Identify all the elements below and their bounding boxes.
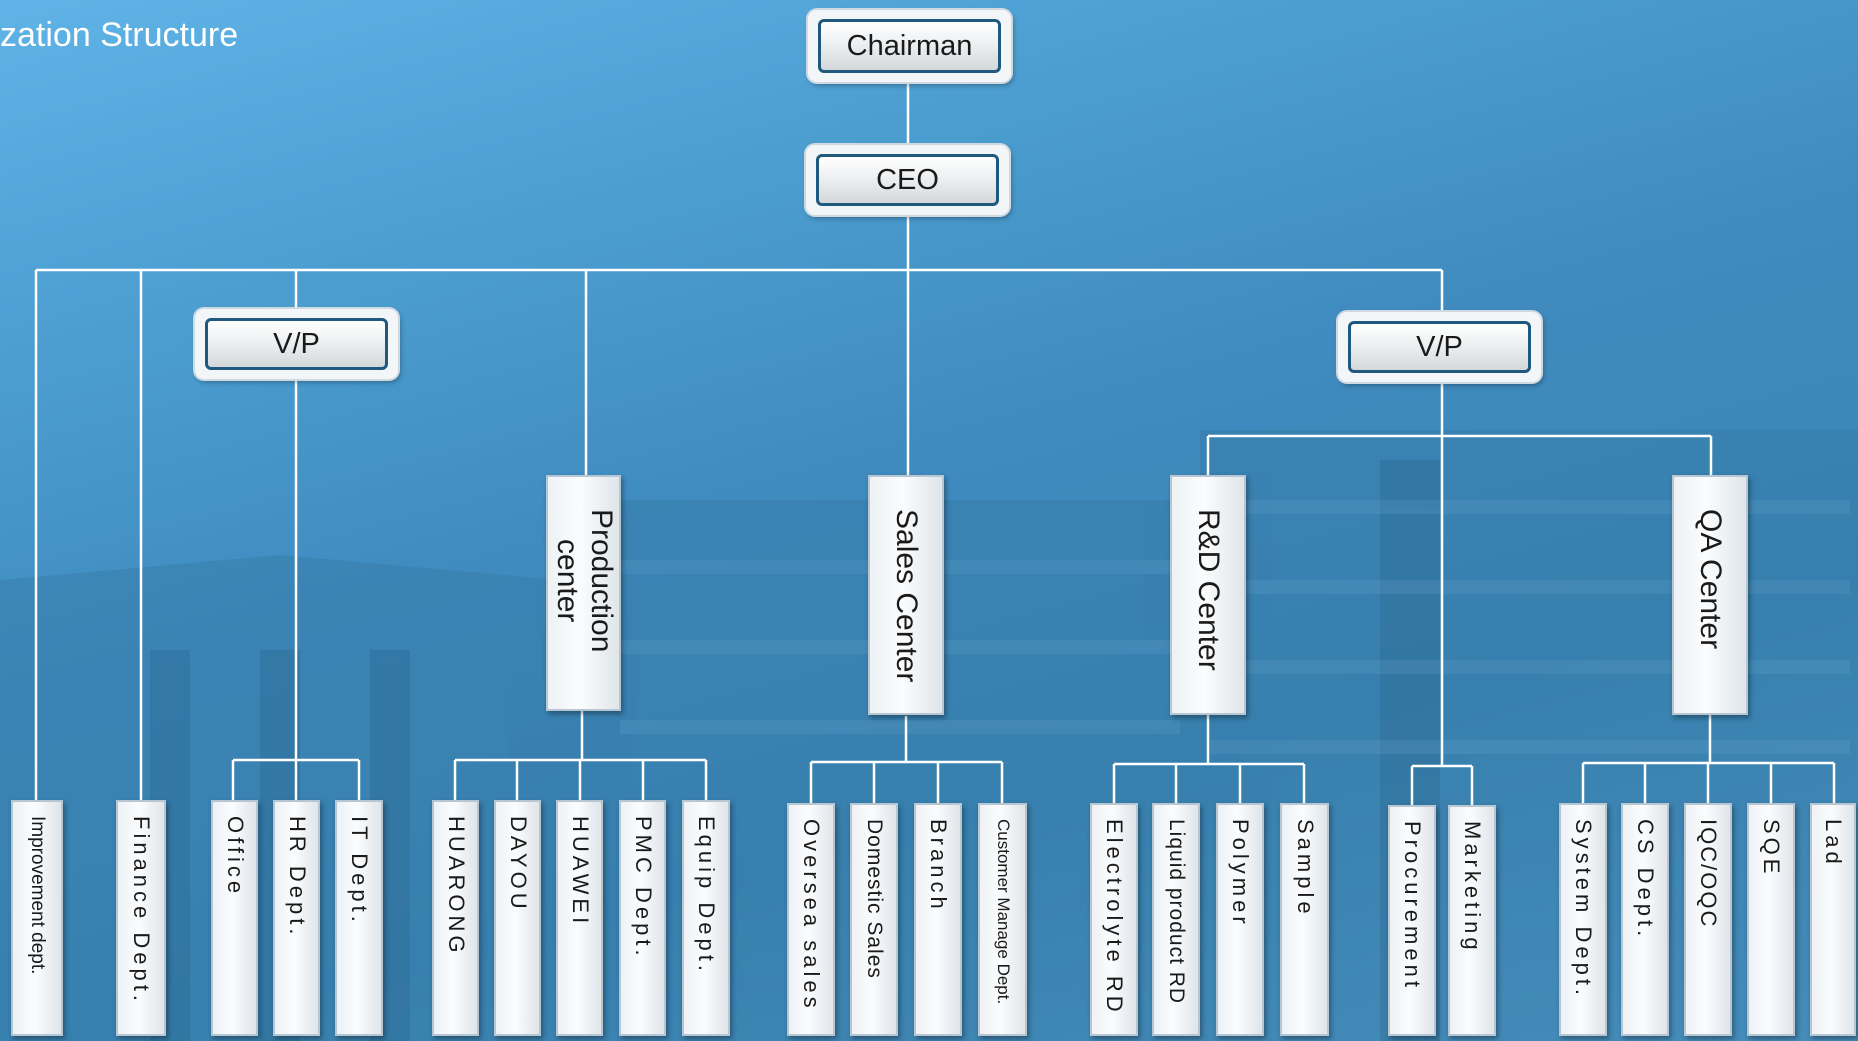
- dept-label: DAYOU: [505, 816, 531, 913]
- dept-label: IQC/OQC: [1696, 819, 1721, 929]
- dept-card: PMC Dept.: [619, 800, 666, 1036]
- dept-label: Improvement dept.: [27, 816, 48, 975]
- sales-center-label: Sales Center: [890, 509, 923, 683]
- dept-label: Polymer: [1228, 819, 1253, 928]
- dept-card: HR Dept.: [273, 800, 320, 1036]
- dept-label: IT Dept.: [347, 816, 372, 926]
- chairman-box: Chairman: [808, 10, 1011, 82]
- dept-card: Marketing: [1448, 805, 1496, 1036]
- dept-label: Electrolyte RD: [1102, 819, 1127, 1016]
- rd-center-card: R&D Center: [1170, 475, 1246, 715]
- dept-card: Sample: [1280, 803, 1329, 1036]
- production-center-label: Production center: [550, 509, 618, 653]
- dept-label: CS Dept.: [1633, 819, 1658, 941]
- vp-left-label: V/P: [205, 318, 388, 370]
- dept-label: Liquid product RD: [1165, 819, 1188, 1005]
- dept-card: IQC/OQC: [1684, 803, 1732, 1036]
- dept-label: HUARONG: [443, 816, 469, 957]
- dept-card: Polymer: [1216, 803, 1264, 1036]
- dept-label: HR Dept.: [284, 816, 310, 939]
- dept-label: Domestic Sales: [863, 819, 886, 979]
- vp-right-box: V/P: [1338, 312, 1541, 382]
- dept-label: Branch: [926, 819, 951, 913]
- dept-card: Oversea sales: [787, 803, 835, 1036]
- dept-card: HUAWEI: [556, 800, 603, 1036]
- dept-card: Domestic Sales: [850, 803, 898, 1036]
- dept-card: Procurement: [1388, 805, 1436, 1036]
- chairman-label: Chairman: [818, 19, 1001, 73]
- dept-label: Marketing: [1460, 821, 1485, 954]
- qa-center-card: QA Center: [1672, 475, 1748, 715]
- dept-card: Electrolyte RD: [1090, 803, 1138, 1036]
- dept-card: Customer Manage Dept.: [978, 803, 1027, 1036]
- dept-label: HUAWEI: [567, 816, 593, 928]
- dept-card: DAYOU: [494, 800, 541, 1036]
- dept-card: Lad: [1810, 803, 1856, 1036]
- dept-card: SQE: [1747, 803, 1795, 1036]
- dept-label: Sample: [1292, 819, 1318, 918]
- dept-label: Finance Dept.: [129, 816, 154, 1005]
- dept-card: Liquid product RD: [1152, 803, 1200, 1036]
- sales-center-card: Sales Center: [868, 475, 944, 715]
- dept-card: CS Dept.: [1621, 803, 1669, 1036]
- dept-label: Lad: [1821, 819, 1846, 868]
- vp-right-label: V/P: [1348, 321, 1531, 373]
- page-title: zation Structure: [0, 16, 239, 54]
- qa-center-label: QA Center: [1694, 509, 1727, 650]
- production-center-card: Production center: [546, 475, 621, 711]
- dept-card: System Dept.: [1559, 803, 1607, 1036]
- dept-card: Improvement dept.: [11, 800, 63, 1036]
- dept-label: Oversea sales: [799, 819, 824, 1012]
- dept-label: Office: [222, 816, 248, 898]
- dept-card: Branch: [914, 803, 962, 1036]
- vp-left-box: V/P: [195, 309, 398, 379]
- dept-card: HUARONG: [432, 800, 479, 1036]
- ceo-label: CEO: [816, 154, 999, 206]
- dept-card: Equip Dept.: [682, 800, 730, 1036]
- dept-label: Procurement: [1400, 821, 1425, 991]
- rd-center-label: R&D Center: [1192, 509, 1225, 671]
- dept-card: Office: [211, 800, 258, 1036]
- dept-card: Finance Dept.: [116, 800, 166, 1036]
- dept-label: Equip Dept.: [694, 816, 719, 975]
- ceo-box: CEO: [806, 145, 1009, 215]
- dept-label: PMC Dept.: [630, 816, 656, 960]
- dept-card: IT Dept.: [335, 800, 383, 1036]
- dept-label: SQE: [1759, 819, 1784, 878]
- dept-label: Customer Manage Dept.: [993, 819, 1013, 1005]
- dept-label: System Dept.: [1571, 819, 1596, 1000]
